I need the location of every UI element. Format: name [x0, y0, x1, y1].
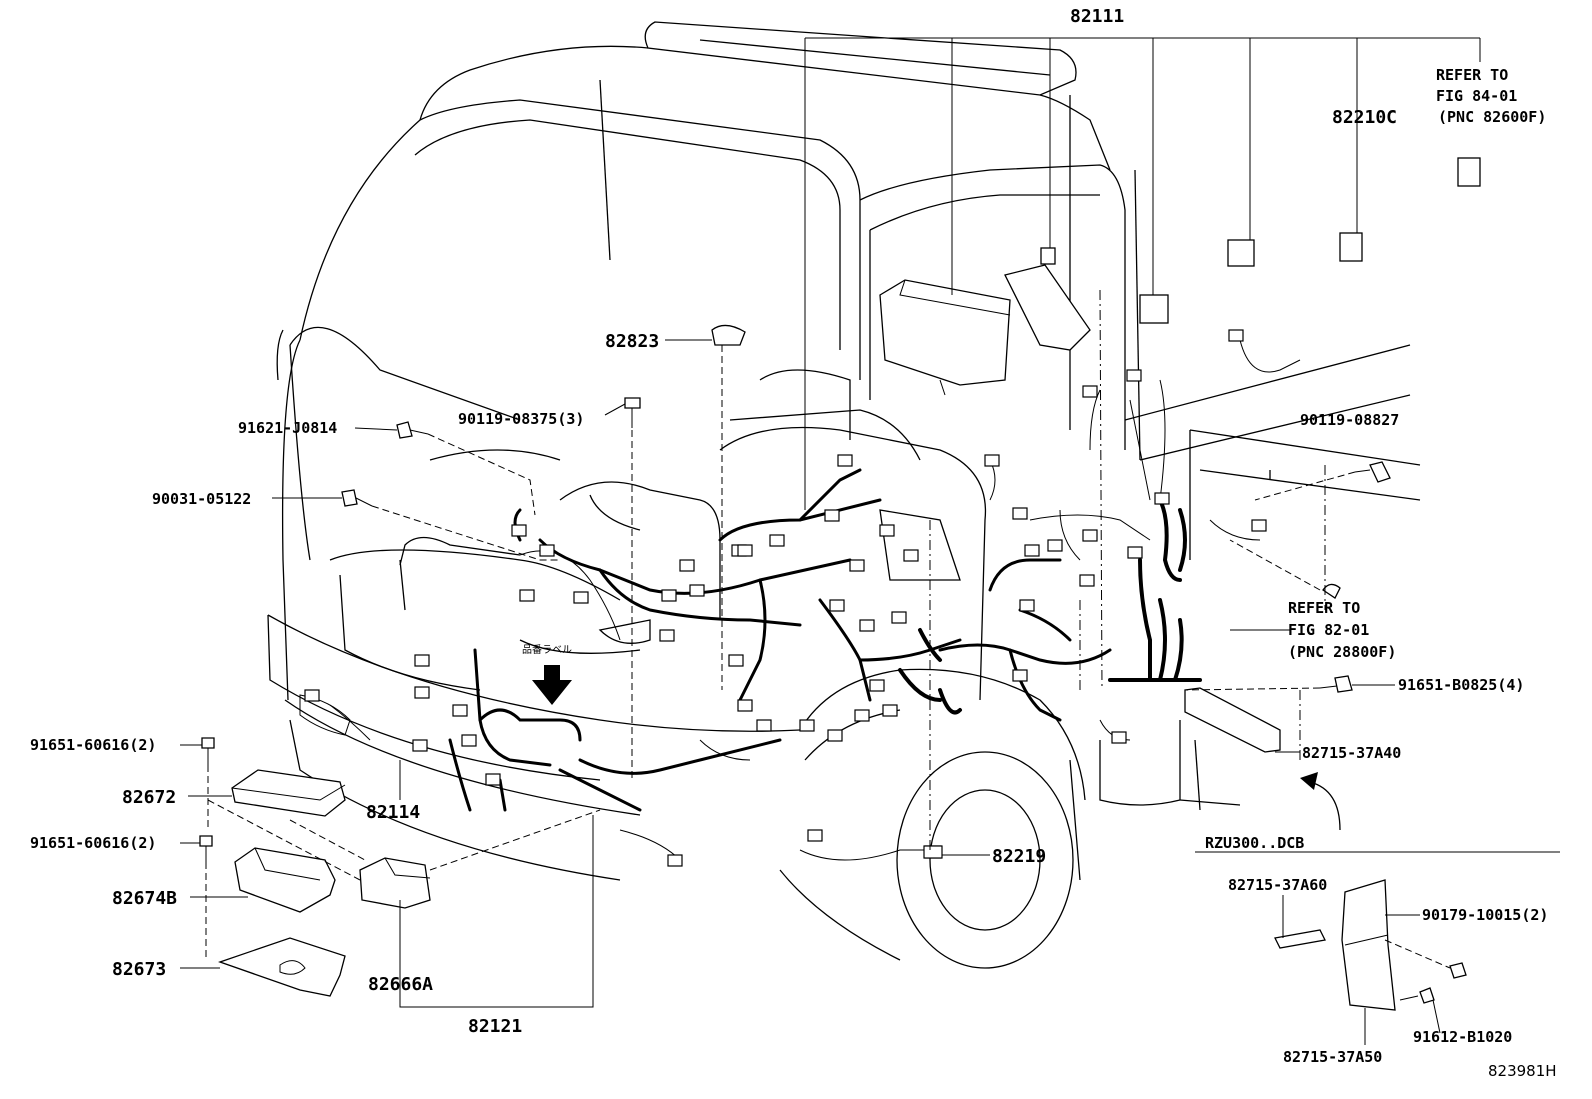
label-82715-37a40: 82715-37A40	[1302, 744, 1401, 762]
label-part-number-label-jp: 品番ラベル	[522, 644, 572, 656]
engine-block	[399, 369, 987, 701]
label-refer-82-line2: FIG 82-01	[1288, 621, 1369, 639]
label-rzu300-dcb: RZU300..DCB	[1205, 834, 1304, 852]
label-82674b: 82674B	[112, 888, 177, 909]
label-82219: 82219	[992, 846, 1046, 867]
label-82673: 82673	[112, 959, 166, 980]
label-82715-37a60: 82715-37A60	[1228, 876, 1327, 894]
part-labels: 82111 82210C REFER TO FIG 84-01 (PNC 826…	[30, 6, 1557, 1080]
curved-arrow-icon	[1300, 772, 1341, 831]
label-82823: 82823	[605, 331, 659, 352]
lower-left-parts	[199, 737, 601, 997]
main-wire-harness	[448, 339, 1301, 861]
label-refer-84-line1: REFER TO	[1436, 66, 1508, 84]
label-82666a: 82666A	[368, 974, 433, 995]
cab-mounted-parts	[341, 157, 1481, 859]
harness-connectors	[304, 329, 1267, 867]
label-82672: 82672	[122, 787, 176, 808]
label-refer-84-line2: FIG 84-01	[1436, 87, 1517, 105]
rzu300-inset-parts	[1195, 851, 1560, 1011]
leader-lines	[180, 37, 1481, 1045]
label-90179-10015: 90179-10015(2)	[1422, 906, 1548, 924]
label-refer-84-line3: (PNC 82600F)	[1438, 108, 1546, 126]
label-91612-b1020: 91612-B1020	[1413, 1028, 1512, 1046]
truck-cab-outline	[267, 21, 1421, 969]
label-refer-82-line1: REFER TO	[1288, 599, 1360, 617]
label-82114: 82114	[366, 802, 420, 823]
label-90119-08827: 90119-08827	[1300, 411, 1399, 429]
label-refer-82-line3: (PNC 28800F)	[1288, 643, 1396, 661]
dashed-fit-lines	[371, 289, 1356, 850]
label-90031-05122: 90031-05122	[152, 490, 251, 508]
label-82715-37a50: 82715-37A50	[1283, 1048, 1382, 1066]
label-82210c: 82210C	[1332, 107, 1397, 128]
label-91651-60616-bottom: 91651-60616(2)	[30, 834, 156, 852]
label-90119-08375: 90119-08375(3)	[458, 410, 584, 428]
label-91651-b0825: 91651-B0825(4)	[1398, 676, 1524, 694]
label-91651-60616-top: 91651-60616(2)	[30, 736, 156, 754]
label-91621-j0814: 91621-J0814	[238, 419, 337, 437]
figure-id: 823981H	[1488, 1062, 1557, 1080]
down-arrow-icon	[532, 665, 572, 705]
label-82111: 82111	[1070, 6, 1124, 27]
label-82121: 82121	[468, 1016, 522, 1037]
